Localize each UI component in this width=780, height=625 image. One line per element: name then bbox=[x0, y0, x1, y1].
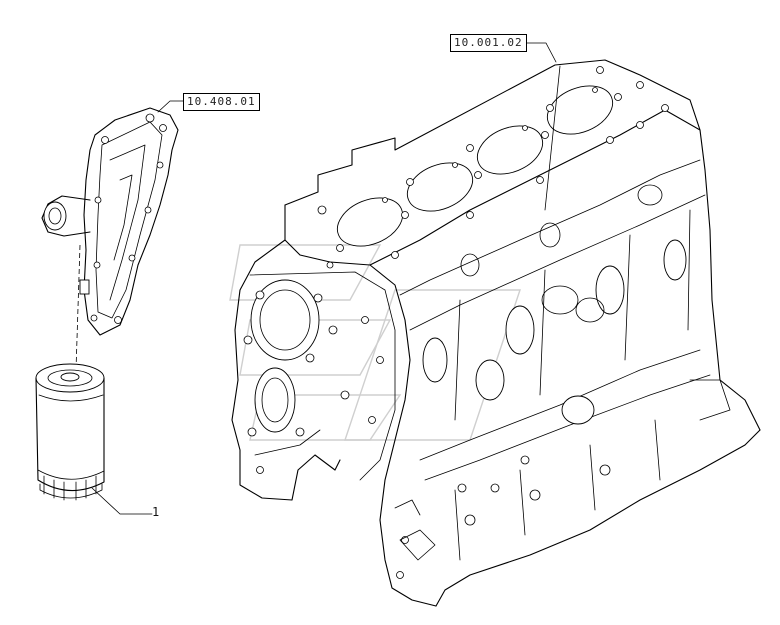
block-reference-label: 10.001.02 bbox=[450, 34, 527, 52]
housing-reference-label: 10.408.01 bbox=[183, 93, 260, 111]
engine-block bbox=[231, 59, 761, 607]
item-callout-filter: 1 bbox=[152, 505, 160, 519]
leader-lines bbox=[91, 42, 561, 515]
oil-filter bbox=[35, 363, 105, 501]
assembly-centerline bbox=[75, 244, 81, 371]
filter-housing bbox=[41, 107, 179, 336]
